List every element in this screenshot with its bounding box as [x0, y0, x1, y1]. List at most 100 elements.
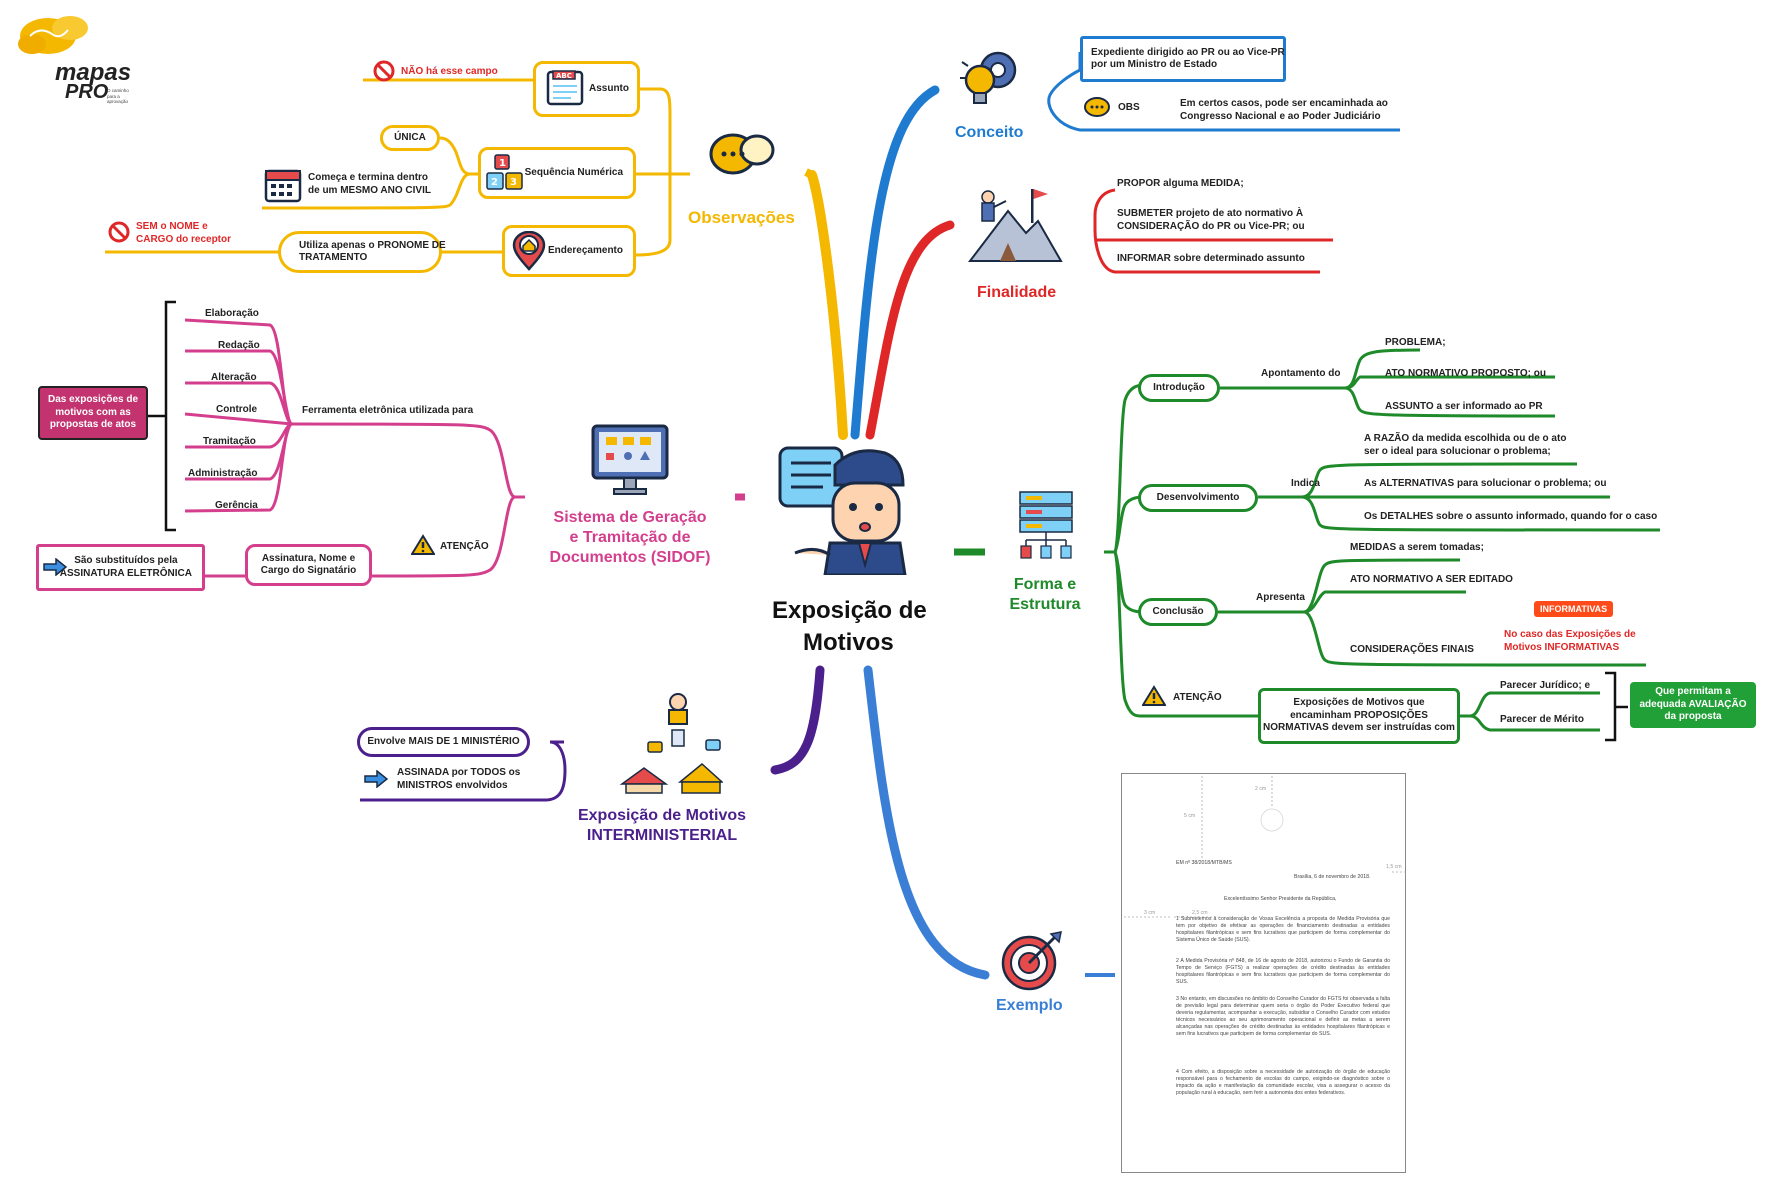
- svg-text:3: 3: [510, 177, 517, 188]
- center-title-2: Motivos: [803, 629, 894, 656]
- doc-margin-guides: [1124, 776, 1406, 918]
- arrow-right-icon: [43, 557, 68, 577]
- doc-em-number: EM nº 38/2018/MTB/MS: [1176, 860, 1232, 866]
- doc-margin-15cm: 1,5 cm: [1386, 864, 1402, 870]
- observacoes-title: Observações: [688, 208, 795, 227]
- idea-gear-icon: [958, 48, 1023, 113]
- assinada-text: ASSINADA por TODOS os MINISTROS envolvid…: [397, 767, 521, 791]
- enderecamento-box: Endereçamento: [502, 225, 636, 277]
- sem-nome-note: SEM o NOME e CARGO do receptor: [136, 221, 232, 245]
- ministries-network-icon: [618, 690, 724, 795]
- prohibited-icon: [373, 60, 395, 82]
- doc-paragraph-4: 4 Com efeito, a disposição sobre a neces…: [1176, 1069, 1390, 1097]
- target-dart-icon: [1001, 930, 1063, 992]
- doc-date: Brasília, 6 de novembro de 2018.: [1294, 874, 1371, 880]
- introducao-label: Introdução: [1153, 381, 1205, 393]
- doc-margin-2cm: 2 cm: [1255, 786, 1267, 792]
- conclusao-label: Conclusão: [1152, 605, 1204, 617]
- pronome-label: Utiliza apenas o PRONOME DE TRATAMENTO: [299, 239, 446, 264]
- logo: mapas PRO O caminho para a aprovação: [10, 14, 131, 104]
- envolve-box: Envolve MAIS DE 1 MINISTÉRIO: [357, 727, 530, 757]
- assinatura-box: Assinatura, Nome e Cargo do Signatário: [245, 544, 372, 586]
- conceito-title: Conceito: [955, 124, 1024, 141]
- sidof-item-tramitacao: Tramitação: [203, 436, 256, 447]
- substituidos-label: São substituídos pela ASSINATURA ELETRÔN…: [59, 555, 192, 579]
- forma-atencao: ATENÇÃO: [1173, 692, 1222, 703]
- prohibited-icon-2: [108, 221, 130, 243]
- proposicoes-box: Exposições de Motivos que encaminham PRO…: [1258, 688, 1460, 744]
- das-exposicoes-chip: Das exposições de motivos com as propost…: [38, 386, 148, 440]
- unica-box: ÚNICA: [380, 125, 440, 151]
- pronome-box: Utiliza apenas o PRONOME DE TRATAMENTO: [278, 231, 446, 273]
- indica-label: Indica: [1291, 478, 1320, 489]
- svg-text:2: 2: [491, 177, 498, 188]
- sidof-atencao: ATENÇÃO: [440, 541, 489, 552]
- conceito-def-box: Expediente dirigido ao PR ou ao Vice-PR …: [1080, 36, 1286, 82]
- parecer-juridico: Parecer Jurídico; e: [1500, 680, 1591, 691]
- central-character-icon: [775, 445, 915, 577]
- ano-civil-text: Começa e termina dentro de um MESMO ANO …: [308, 172, 431, 196]
- obs-label: OBS: [1118, 102, 1140, 113]
- intro-item-3: ASSUNTO a ser informado ao PR: [1385, 401, 1543, 412]
- introducao-box: Introdução: [1138, 374, 1220, 402]
- doc-margin-3cm: 3 cm: [1144, 910, 1156, 916]
- arrow-right-icon-2: [364, 769, 389, 789]
- dev-item-1: A RAZÃO da medida escolhida ou de o ato …: [1364, 433, 1567, 457]
- enderecamento-label: Endereçamento: [547, 244, 623, 256]
- sidof-item-administracao: Administração: [188, 468, 258, 479]
- intro-item-1: PROBLEMA;: [1385, 337, 1446, 348]
- sidof-item-alteracao: Alteração: [211, 372, 257, 383]
- computer-monitor-icon: [590, 423, 670, 498]
- parecer-merito: Parecer de Mérito: [1500, 714, 1584, 725]
- envolve-label: Envolve MAIS DE 1 MINISTÉRIO: [367, 735, 520, 747]
- mountain-flag-icon: [967, 183, 1063, 263]
- finalidade-item-2: SUBMETER projeto de ato normativo À CONS…: [1117, 208, 1305, 232]
- interministerial-title: Exposição de Motivos INTERMINISTERIAL: [577, 807, 747, 844]
- informativas-chip: INFORMATIVAS: [1534, 601, 1614, 617]
- doc-paragraph-2: 2 A Medida Provisória nº 848, de 16 de a…: [1176, 958, 1390, 986]
- finalidade-title: Finalidade: [977, 284, 1057, 301]
- conc-item-2: ATO NORMATIVO A SER EDITADO: [1350, 574, 1513, 585]
- doc-margin-25cm: 2,5 cm: [1192, 910, 1208, 916]
- conclusao-box: Conclusão: [1138, 598, 1218, 626]
- intro-item-2: ATO NORMATIVO PROPOSTO; ou: [1385, 368, 1546, 379]
- informativas-note: No caso das Exposições de Motivos INFORM…: [1504, 629, 1636, 653]
- conc-item-1: MEDIDAS a serem tomadas;: [1350, 542, 1484, 553]
- logo-sub: PRO: [65, 81, 109, 103]
- chat-bubbles-icon: [707, 130, 777, 185]
- dev-item-3: Os DETALHES sobre o assunto informado, q…: [1364, 511, 1658, 522]
- conceito-def: Expediente dirigido ao PR ou ao Vice-PR …: [1091, 46, 1285, 71]
- doc-margin-5cm: 5 cm: [1184, 813, 1196, 819]
- proposicoes-label: Exposições de Motivos que encaminham PRO…: [1263, 697, 1455, 734]
- conc-item-3: CONSIDERAÇÕES FINAIS: [1350, 644, 1474, 655]
- chat-bubble-icon: [1083, 97, 1111, 119]
- dev-item-2: As ALTERNATIVAS para solucionar o proble…: [1364, 478, 1607, 489]
- example-document: 2 cm 5 cm 1,5 cm 3 cm 2,5 cm EM nº 38/20…: [1121, 773, 1406, 1173]
- assinatura-label: Assinatura, Nome e Cargo do Signatário: [260, 552, 357, 577]
- doc-paragraph-1: 1 Submetemos à consideração de Vossa Exc…: [1176, 916, 1390, 944]
- desenvolvimento-label: Desenvolvimento: [1156, 491, 1240, 503]
- abc-book-icon: ABC: [545, 68, 585, 108]
- warning-icon: [410, 534, 436, 556]
- center-title-1: Exposição de: [772, 597, 927, 624]
- permitam-text: Que permitam a adequada AVALIAÇÃO da pro…: [1639, 686, 1747, 723]
- ferramenta-label: Ferramenta eletrônica utilizada para: [302, 405, 474, 416]
- das-exposicoes-text: Das exposições de motivos com as propost…: [47, 394, 139, 431]
- sidof-item-gerencia: Gerência: [215, 500, 258, 511]
- svg-text:ABC: ABC: [556, 72, 572, 80]
- permitam-chip: Que permitam a adequada AVALIAÇÃO da pro…: [1630, 682, 1756, 728]
- unica-label: ÚNICA: [394, 131, 426, 143]
- doc-paragraph-3: 3 No entanto, em discussões no âmbito do…: [1176, 996, 1390, 1038]
- doc-vocative: Excelentíssimo Senhor Presidente da Repú…: [1224, 896, 1337, 902]
- location-home-icon: [510, 230, 548, 271]
- assunto-label: Assunto: [589, 82, 629, 94]
- warning-icon-2: [1141, 685, 1167, 707]
- calendar-icon: [263, 165, 303, 205]
- finalidade-item-1: PROPOR alguma MEDIDA;: [1117, 178, 1244, 189]
- sidof-item-redacao: Redação: [218, 340, 260, 351]
- assunto-note: NÃO há esse campo: [401, 66, 498, 77]
- apresenta-label: Apresenta: [1256, 592, 1305, 603]
